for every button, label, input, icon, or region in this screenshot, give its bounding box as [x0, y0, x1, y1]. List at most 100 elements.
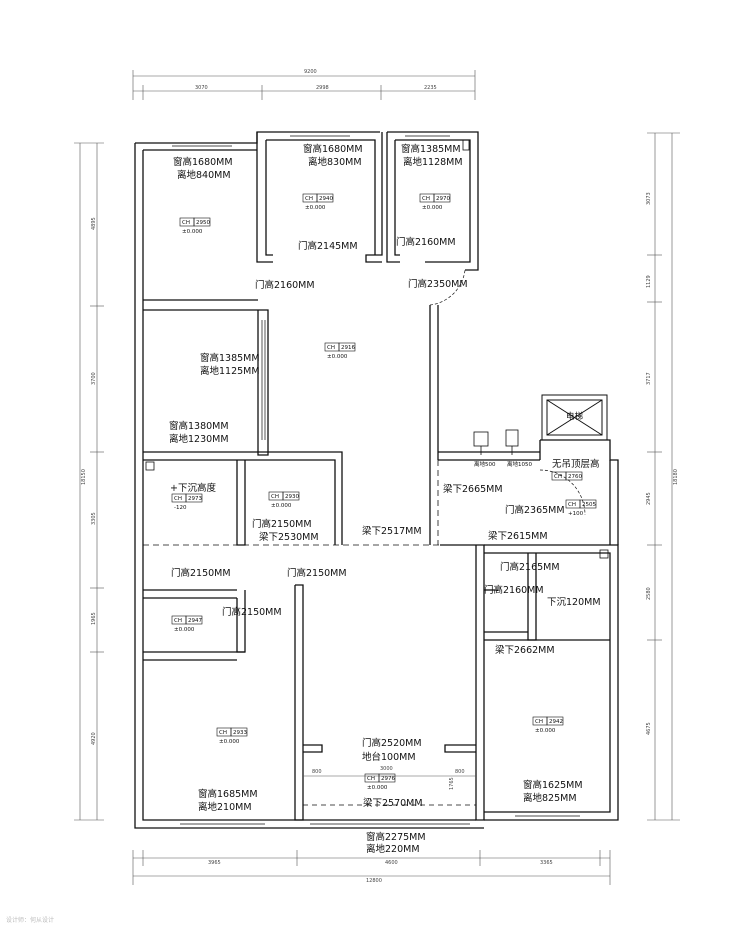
ch-tag-value: 2940 [319, 196, 333, 202]
br1-window-height: 窗高1680MM [173, 156, 233, 168]
ch-tag-code: CH [327, 345, 335, 351]
ch-tag-value-box [338, 342, 356, 352]
study-window2-sill: 离地1230MM [169, 433, 229, 445]
dim-right-seg: 4675 [646, 722, 652, 735]
bottom-dimensions [132, 850, 611, 885]
ch-tag: CH 2760 [551, 471, 582, 481]
dim-right-seg: 1129 [646, 275, 652, 288]
sunken-120-label: 下沉120MM [547, 597, 601, 608]
dim-right-total: 18180 [673, 469, 679, 485]
ch-tag-value-box [316, 193, 334, 203]
dim-bottom-seg: 4600 [385, 860, 398, 866]
br2-window-height: 窗高1680MM [303, 143, 363, 155]
ch-tag: CH 2916 ±0.000 [324, 342, 356, 360]
left-dimensions [74, 142, 104, 821]
dim-right-seg: 2945 [646, 492, 652, 505]
ch-tag-code: CH [174, 618, 182, 624]
ch-tag: CH 2505 +100 [565, 499, 597, 517]
beam-2570-label: 梁下2570MM [363, 797, 423, 809]
ch-tag-level: +100 [568, 511, 584, 517]
ch-tag-value-box [579, 499, 597, 509]
bottom-window-height: 窗高2275MM [366, 831, 426, 843]
ch-tag-code: CH [271, 494, 279, 500]
door-2150-label: 门高2150MM [252, 518, 312, 530]
ch-tag-value: 2505 [582, 502, 596, 508]
beam-2662-label: 梁下2662MM [495, 644, 555, 656]
balcony-left-dim: 800 [312, 769, 322, 775]
beam-2615-label: 梁下2615MM [488, 530, 548, 542]
ch-tag-level: ±0.000 [327, 354, 348, 360]
dim-top-total: 9200 [304, 69, 317, 75]
door-2150-label: 门高2150MM [222, 606, 282, 618]
br1-window-sill: 离地840MM [177, 169, 231, 181]
bl-window-height: 窗高1685MM [198, 788, 258, 800]
dim-right-seg: 3717 [646, 372, 652, 385]
ch-tag-code: CH [367, 776, 375, 782]
ch-tag-value-box [378, 773, 396, 783]
ch-tag-level: ±0.000 [535, 728, 556, 734]
dim-top-seg: 3070 [195, 85, 208, 91]
ch-tag-level: ±0.000 [182, 229, 203, 235]
living-platform-label: 地台100MM [362, 751, 416, 763]
ch-tag-value-box [546, 716, 564, 726]
dim-top-seg: 2235 [424, 85, 437, 91]
ch-tag-value: 2973 [188, 496, 202, 502]
beam-2517-label: 梁下2517MM [362, 525, 422, 537]
study-window2-height: 窗高1380MM [169, 420, 229, 432]
dim-left-seg: 3700 [91, 372, 97, 385]
ch-tag-value: 2947 [188, 618, 202, 624]
elevator [541, 394, 608, 441]
door-swings [429, 269, 586, 516]
ch-tag-value: 2760 [568, 474, 582, 480]
ch-tag-code: CH [174, 496, 182, 502]
dim-right-seg: 3073 [646, 192, 652, 205]
dim-left-total: 18150 [81, 469, 87, 485]
door-2365-label: 门高2365MM [505, 504, 565, 516]
door-2165-label: 门高2165MM [500, 561, 560, 573]
ch-tag-code: CH [554, 474, 562, 480]
top-dimensions [132, 70, 476, 100]
ch-tag-value-box [193, 217, 211, 227]
br2-window-sill: 离地830MM [308, 156, 362, 168]
socket-1050-label: 离地1050 [507, 460, 532, 468]
socket-500-label: 离地500 [474, 460, 496, 468]
door-2150-label: 门高2150MM [287, 567, 347, 579]
ch-tag-value: 2970 [436, 196, 450, 202]
ch-tag-code: CH [422, 196, 430, 202]
balcony-right-dim: 800 [455, 769, 465, 775]
dim-left-seg: 4895 [91, 217, 97, 230]
dim-left-seg: 3305 [91, 512, 97, 525]
elevator-label: 电梯 [566, 411, 584, 422]
study-window-sill: 离地1125MM [200, 365, 260, 377]
ch-tag-value: 2950 [196, 220, 210, 226]
door-2160-label: 门高2160MM [396, 236, 456, 248]
ch-tag-value: 2942 [549, 719, 563, 725]
right-dimensions [647, 132, 680, 821]
ch-tag-code: CH [568, 502, 576, 508]
ch-tag-level: ±0.000 [219, 739, 240, 745]
sunken-height-label: +下沉高度 [170, 482, 216, 494]
study-window-height: 窗高1385MM [200, 352, 260, 364]
door-2350-label: 门高2350MM [408, 278, 468, 290]
beam-2665-label: 梁下2665MM [443, 483, 503, 495]
dim-left-seg: 1965 [91, 612, 97, 625]
living-door-label: 门高2520MM [362, 737, 422, 749]
ch-tag-value: 2916 [341, 345, 355, 351]
ch-tag-value-box [230, 727, 248, 737]
bottom-window-sill: 离地220MM [366, 843, 420, 855]
ch-tag-value-box [433, 193, 451, 203]
ch-tag-level: -120 [174, 505, 187, 511]
fixtures [145, 139, 609, 559]
dim-top-seg: 2998 [316, 85, 329, 91]
ch-tag-code: CH [305, 196, 313, 202]
ch-tag-level: ±0.000 [174, 627, 195, 633]
